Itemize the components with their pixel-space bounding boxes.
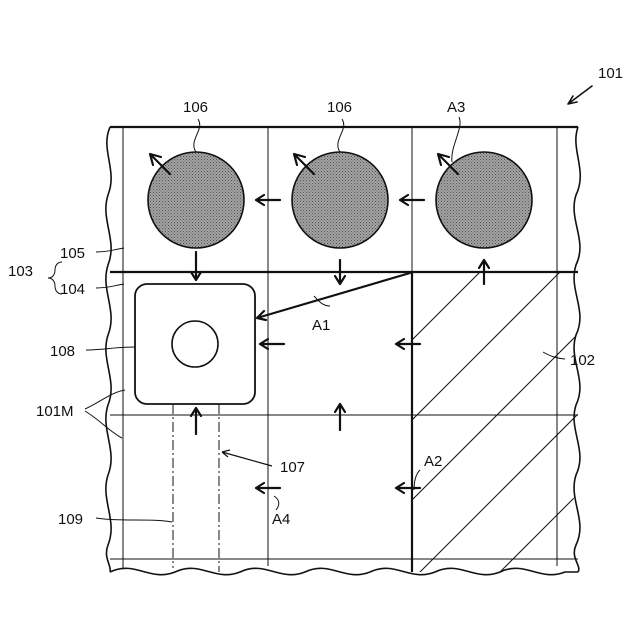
right-break-edge [574, 127, 580, 572]
arrow-down-1 [191, 252, 201, 280]
label-109: 109 [58, 511, 83, 528]
label-106-left: 106 [183, 99, 208, 116]
pad-hole [172, 321, 218, 367]
label-102: 102 [570, 352, 595, 369]
pad [135, 284, 255, 404]
bottom-break-edge [110, 568, 578, 574]
arrow-left-4 [396, 339, 420, 349]
left-break-edge [106, 127, 111, 572]
label-105: 105 [60, 245, 85, 262]
label-104: 104 [60, 281, 85, 298]
label-a3: A3 [447, 99, 465, 116]
label-101: 101 [598, 65, 623, 82]
labels: 101 106 106 A3 105 104 103 108 101M 102 … [8, 65, 623, 528]
label-106-middle: 106 [327, 99, 352, 116]
label-108: 108 [50, 343, 75, 360]
arrow-a2 [396, 483, 420, 493]
label-107: 107 [280, 459, 305, 476]
arrow-up-2 [191, 408, 201, 434]
arrow-a1 [257, 273, 410, 320]
arrow-left-3 [260, 339, 284, 349]
label-a4: A4 [272, 511, 290, 528]
hatched-region [412, 232, 600, 612]
dots [148, 152, 532, 248]
label-103: 103 [8, 263, 33, 280]
label-101m: 101M [36, 403, 74, 420]
arrow-101 [568, 86, 592, 104]
label-a1: A1 [312, 317, 330, 334]
arrow-up-1 [335, 404, 345, 430]
leader-arrow-107 [222, 450, 272, 466]
label-a2: A2 [424, 453, 442, 470]
